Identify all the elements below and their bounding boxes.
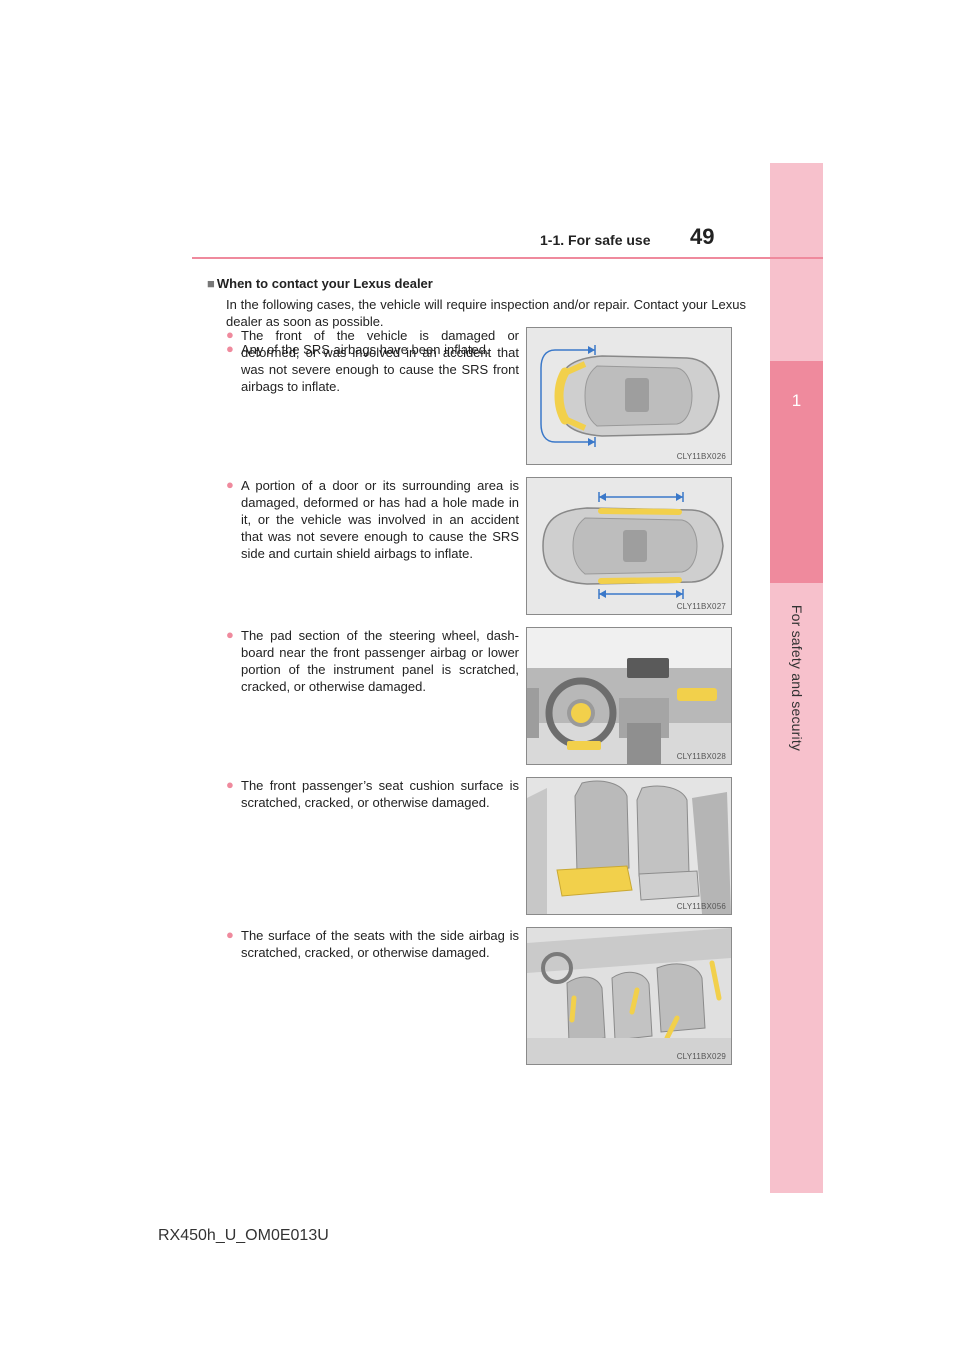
- list-item: ● The front of the vehicle is damaged or…: [226, 327, 519, 395]
- figure-code: CLY11BX026: [676, 452, 726, 461]
- bullet-dot-icon: ●: [226, 341, 234, 356]
- bullet-dot-icon: ●: [226, 777, 234, 792]
- list-item: ● The surface of the seats with the side…: [226, 927, 519, 961]
- chapter-number-box: [770, 361, 823, 583]
- list-item: ● A portion of a door or its surrounding…: [226, 477, 519, 562]
- list-item-text: The front passenger’s seat cushion surfa…: [241, 778, 519, 810]
- list-item-text: A portion of a door or its surrounding a…: [241, 478, 519, 561]
- side-airbag-seats-figure: CLY11BX029: [526, 927, 732, 1065]
- square-bullet-icon: ■: [207, 276, 215, 291]
- bullet-dot-icon: ●: [226, 627, 234, 642]
- chapter-side-tab: 1 For safety and security: [770, 163, 823, 1193]
- side-damage-figure: CLY11BX027: [526, 477, 732, 615]
- figure-code: CLY11BX029: [676, 1052, 726, 1061]
- page-number: 49: [690, 224, 715, 249]
- dashboard-figure: CLY11BX028: [526, 627, 732, 765]
- subsection-heading: ■When to contact your Lexus dealer: [207, 276, 433, 291]
- list-item: ● The pad section of the steering wheel,…: [226, 627, 519, 695]
- chapter-title: For safety and security: [789, 604, 805, 752]
- heading-text: When to contact your Lexus dealer: [216, 276, 433, 291]
- front-damage-figure: CLY11BX026: [526, 327, 732, 465]
- list-item-text: Any of the SRS airbags have been inflate…: [241, 342, 490, 357]
- list-item: ● The front passenger’s seat cushion sur…: [226, 777, 519, 811]
- list-item-text: The front of the vehicle is damaged or d…: [241, 328, 519, 394]
- chapter-number: 1: [791, 391, 802, 410]
- list-item-text: The surface of the seats with the side a…: [241, 928, 519, 960]
- section-title: 1-1. For safe use: [540, 232, 651, 248]
- bullet-dot-icon: ●: [226, 327, 234, 342]
- bullet-dot-icon: ●: [226, 927, 234, 942]
- list-item: ● Any of the SRS airbags have been infla…: [226, 341, 761, 358]
- figure-code: CLY11BX028: [676, 752, 726, 761]
- intro-paragraph: In the following cases, the vehicle will…: [226, 297, 746, 329]
- list-item-text: The pad section of the steering wheel, d…: [241, 628, 519, 694]
- figure-code: CLY11BX056: [676, 902, 726, 911]
- passenger-seat-figure: CLY11BX056: [526, 777, 732, 915]
- model-code-footer: RX450h_U_OM0E013U: [158, 1227, 329, 1244]
- bullet-dot-icon: ●: [226, 477, 234, 492]
- header-divider: [192, 257, 823, 259]
- figure-code: CLY11BX027: [676, 602, 726, 611]
